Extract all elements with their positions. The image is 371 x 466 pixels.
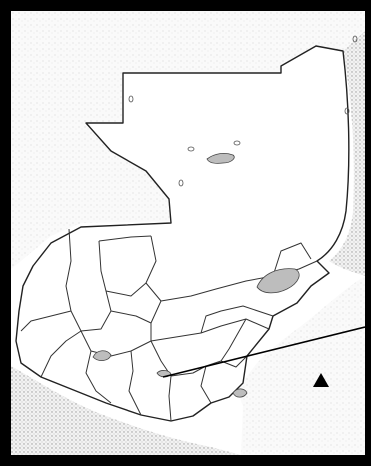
department-borders xyxy=(20,228,318,422)
pointer-line xyxy=(162,326,365,378)
map-panel xyxy=(11,11,365,455)
lake-guija xyxy=(232,388,248,398)
guatemala-map xyxy=(11,11,365,455)
small-lagoons xyxy=(128,35,358,187)
lake-peten xyxy=(206,152,235,164)
lake-atitlan xyxy=(92,350,112,361)
honduras-region xyxy=(239,276,365,455)
triangle-marker xyxy=(313,373,329,387)
pacific-ocean xyxy=(11,366,241,455)
lake-izabal xyxy=(256,268,300,294)
mexico-region xyxy=(11,11,365,269)
caribbean-sea xyxy=(329,31,365,276)
